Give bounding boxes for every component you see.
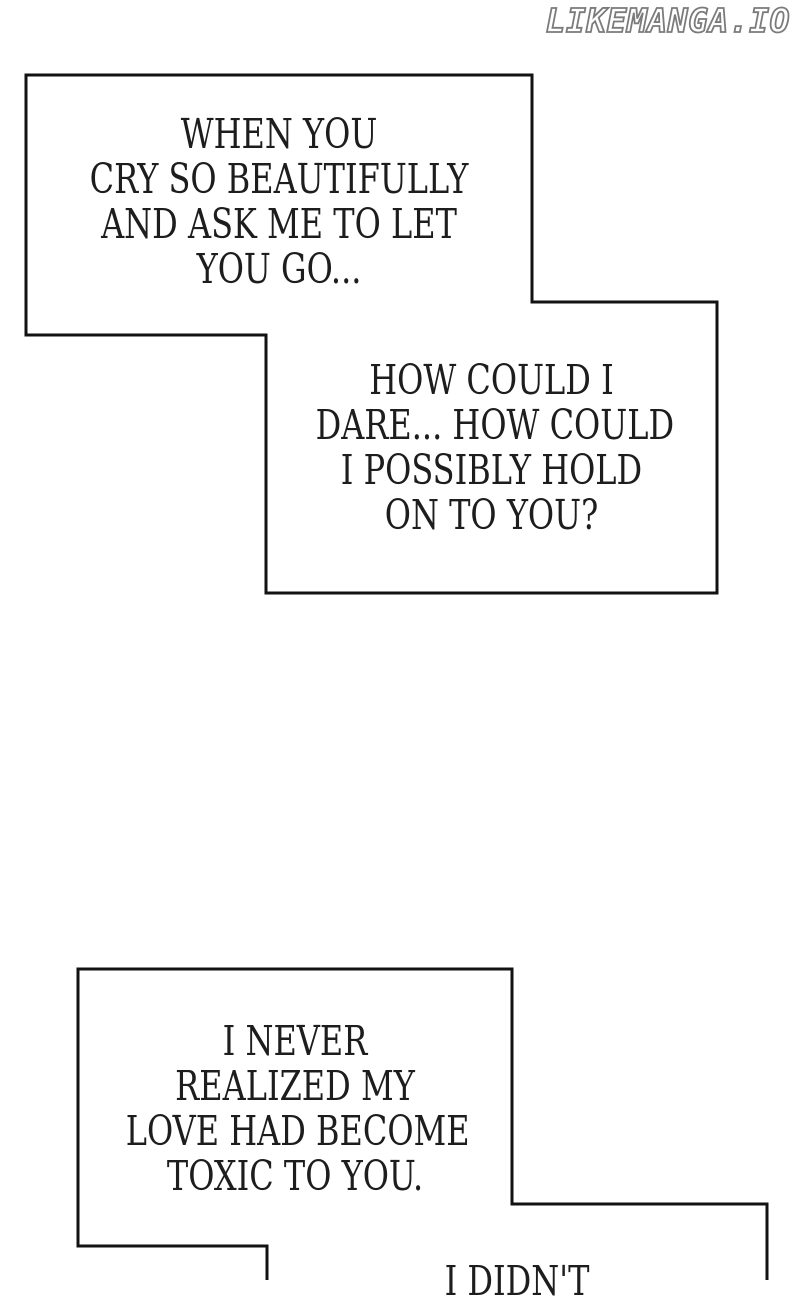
dialogue-line: LOVE HAD BECOME xyxy=(125,1107,470,1155)
dialogue-line: I POSSIBLY HOLD xyxy=(340,446,643,494)
dialogue-line: I NEVER xyxy=(222,1017,368,1065)
speech-bubble-1-outline xyxy=(24,73,719,595)
dialogue-line: AND ASK ME TO LET xyxy=(101,200,457,248)
speech-bubble-3: I NEVER REALIZED MY LOVE HAD BECOME TOXI… xyxy=(125,1017,470,1200)
speech-bubble-4-outline xyxy=(76,967,769,1280)
speech-bubble-2: HOW COULD I DARE... HOW COULD I POSSIBLY… xyxy=(315,356,675,539)
dialogue-line: CRY SO BEAUTIFULLY xyxy=(89,155,469,203)
dialogue-line: ON TO YOU? xyxy=(384,491,599,539)
dialogue-line: REALIZED MY xyxy=(175,1062,415,1110)
dialogue-line: TOXIC TO YOU. xyxy=(166,1152,424,1200)
site-watermark: LIKEMANGA.IO xyxy=(545,0,791,41)
dialogue-line: I DIDN'T xyxy=(444,1257,590,1305)
dialogue-line: DARE... HOW COULD xyxy=(315,401,675,449)
dialogue-line: WHEN YOU xyxy=(180,110,378,158)
speech-bubble-4: I DIDN'T xyxy=(322,1259,712,1304)
dialogue-line: YOU GO... xyxy=(196,245,362,293)
dialogue-line: HOW COULD I xyxy=(369,356,614,404)
speech-bubble-1: WHEN YOU CRY SO BEAUTIFULLY AND ASK ME T… xyxy=(82,112,477,292)
